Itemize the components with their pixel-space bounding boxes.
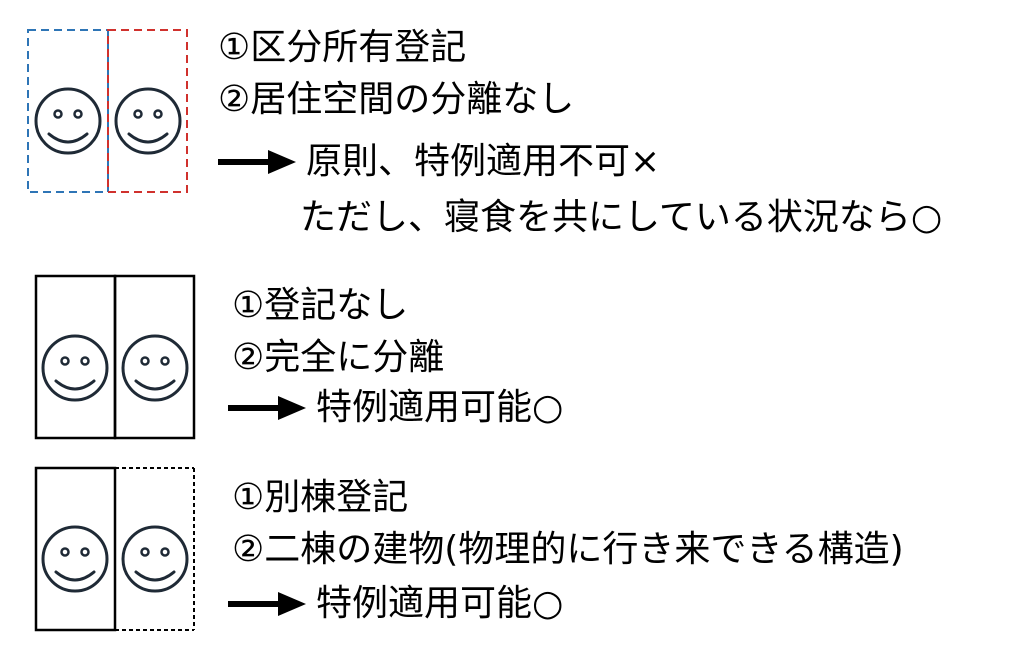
smiley-icon: [41, 334, 109, 402]
right-arrow-icon: [228, 396, 306, 420]
case3-result: 特例適用可能○: [316, 583, 564, 624]
smiley-icon: [121, 525, 189, 593]
case3-left-unit: [34, 466, 117, 632]
case1-condition-2: ②居住空間の分離なし: [218, 79, 575, 120]
case2-condition-2: ②完全に分離: [232, 337, 445, 378]
case1-result-row: 原則、特例適用不可×: [218, 140, 660, 184]
case1-note: ただし、寝食を共にしている状況なら○: [300, 197, 943, 238]
case1-result: 原則、特例適用不可×: [306, 141, 661, 182]
case1-right-unit: [107, 29, 188, 193]
case3-house-diagram: [34, 466, 195, 632]
case3-result-row: 特例適用可能○: [228, 582, 563, 626]
case2-condition-1: ①登記なし: [232, 285, 409, 326]
case2-left-unit: [34, 274, 117, 440]
case1-condition-1: ①区分所有登記: [218, 27, 467, 68]
case3-condition-2: ②二棟の建物(物理的に行き来できる構造): [232, 529, 904, 570]
smiley-icon: [41, 525, 109, 593]
case1-house-diagram: [27, 29, 188, 193]
case2-right-unit: [113, 274, 196, 440]
case3-condition-1: ①別棟登記: [232, 477, 409, 518]
case2-result: 特例適用可能○: [316, 387, 564, 428]
smiley-icon: [114, 87, 182, 155]
smiley-icon: [121, 334, 189, 402]
case2-house-diagram: [34, 274, 196, 440]
right-arrow-icon: [228, 592, 306, 616]
right-arrow-icon: [218, 150, 296, 174]
smiley-icon: [34, 87, 102, 155]
case2-result-row: 特例適用可能○: [228, 386, 563, 430]
case1-left-unit: [27, 29, 109, 193]
